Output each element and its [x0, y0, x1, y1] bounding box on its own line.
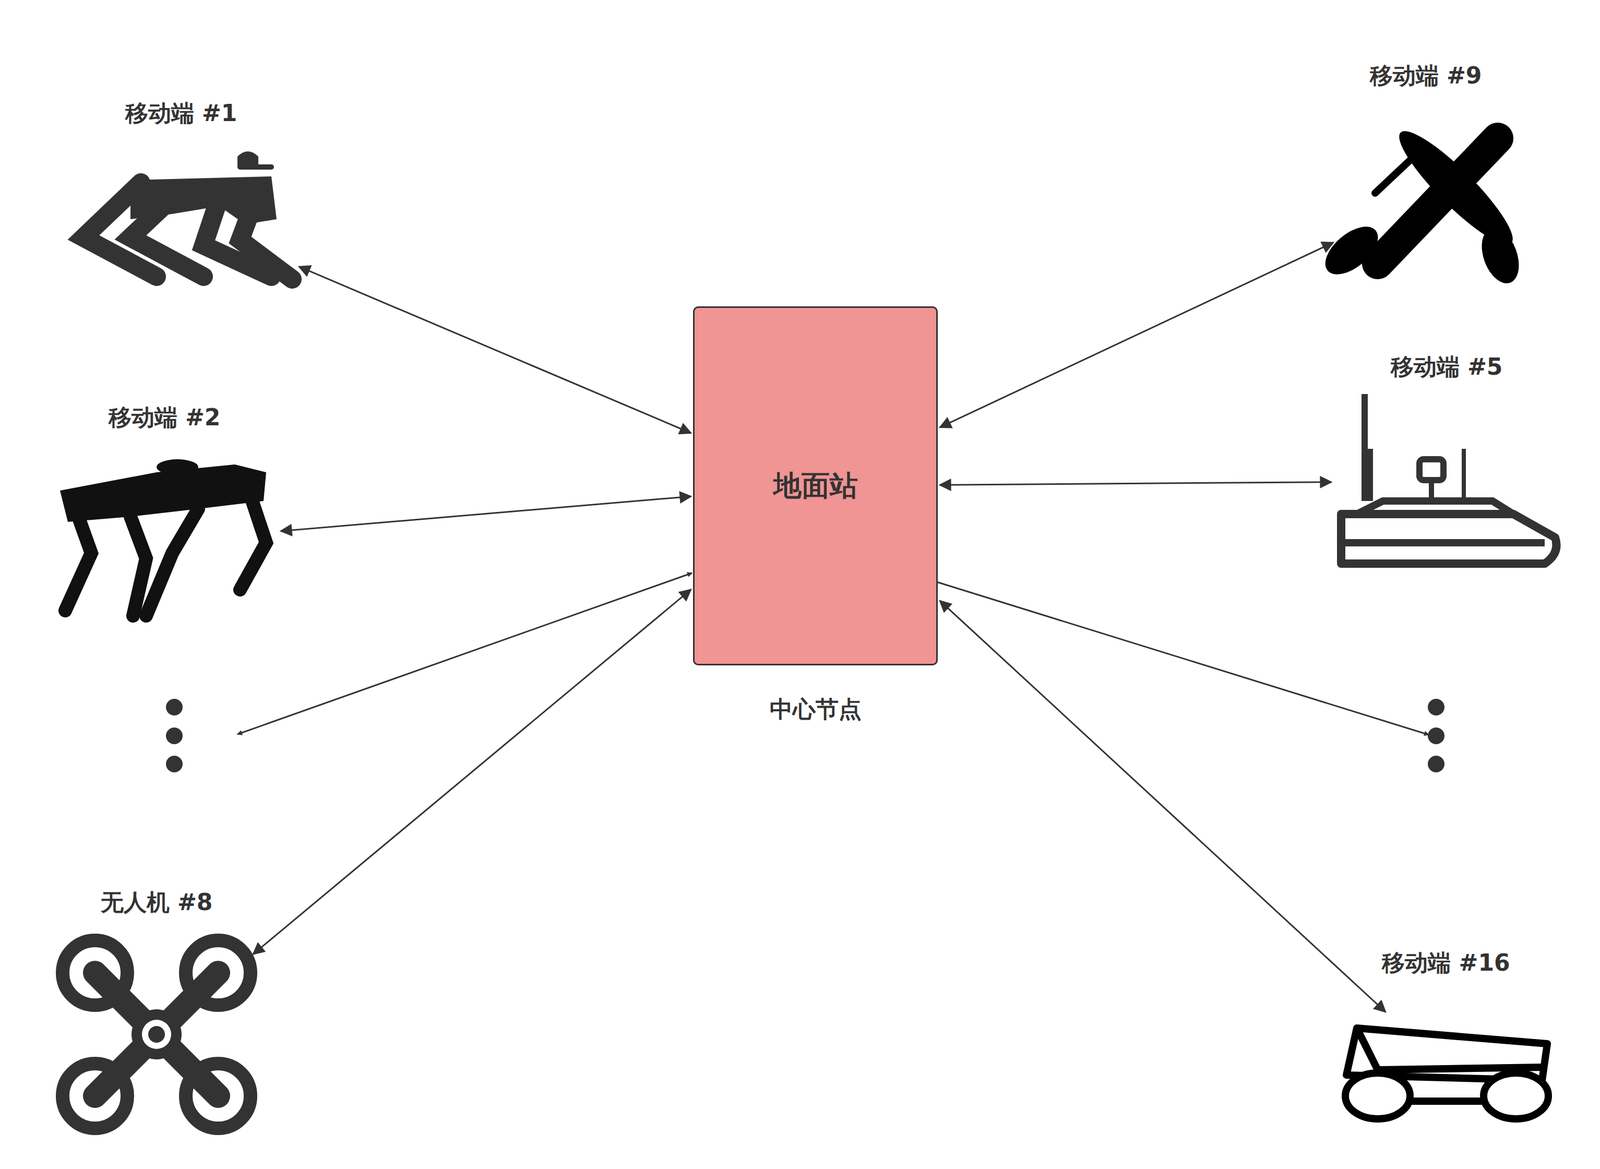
connector-arrow	[280, 496, 691, 531]
robot-dog-icon	[60, 459, 267, 616]
mobile-node: 无人机 #8	[63, 938, 250, 1131]
node-caption: 中心节点	[766, 694, 865, 725]
car-icon	[1345, 1028, 1549, 1119]
boat-icon	[1341, 393, 1557, 564]
open-arrow	[931, 580, 1429, 735]
station-box: 地面站中心节点	[693, 306, 938, 666]
connector-arrow	[299, 266, 691, 434]
node-label: 移动端 #1	[122, 98, 241, 129]
robot-dog-icon	[83, 151, 293, 280]
mobile-node: 移动端 #5	[1334, 392, 1559, 570]
open-arrow	[237, 572, 692, 735]
node-label: 移动端 #2	[105, 402, 224, 434]
connector-arrow	[939, 242, 1334, 428]
node-label: 无人机 #8	[97, 887, 217, 918]
mobile-node: 移动端 #9	[1336, 122, 1515, 276]
quadcopter-icon	[62, 940, 251, 1129]
station-title: 地面站	[773, 467, 858, 506]
node-label: 移动端 #9	[1366, 60, 1486, 92]
mobile-node: 移动端 #1	[66, 147, 296, 286]
connector-arrow	[939, 482, 1332, 486]
node-label: 移动端 #5	[1387, 351, 1507, 383]
connector-arrow	[253, 589, 691, 955]
node-label: 移动端 #16	[1378, 947, 1513, 979]
connector-arrow	[939, 600, 1386, 1012]
plane-icon	[1316, 120, 1526, 289]
mobile-node: 移动端 #16	[1336, 1015, 1556, 1121]
mobile-node: 移动端 #2	[51, 459, 278, 623]
